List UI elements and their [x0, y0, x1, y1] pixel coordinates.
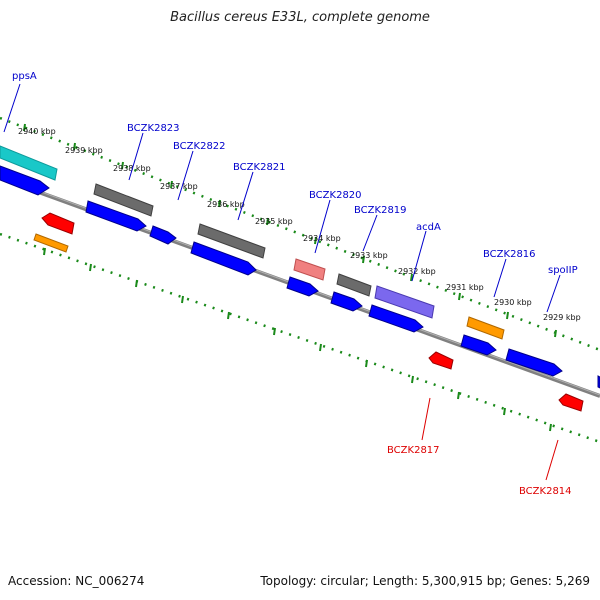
gene-blue-arrow[interactable]: [286, 276, 319, 297]
upper-feature-track: [0, 145, 505, 340]
gene-blue-arrow[interactable]: [368, 304, 424, 333]
label-leaders: [3, 83, 561, 481]
scale-label: 2936 kbp: [207, 200, 245, 209]
gene-blue-arrow[interactable]: [505, 348, 563, 377]
accession-label: Accession: NC_006274: [8, 574, 145, 588]
map-title: Bacillus cereus E33L, complete genome: [170, 10, 430, 25]
blue-feature-track: [0, 165, 600, 389]
gene-blue-arrow[interactable]: [190, 241, 257, 276]
gene-red-arrow[interactable]: [41, 212, 75, 235]
lower-major-ticks: [43, 247, 552, 432]
gene-blue-arrow[interactable]: [149, 225, 177, 245]
gene-label-BCZK2823[interactable]: BCZK2823: [127, 123, 180, 134]
scale-labels: 2940 kbp 2939 kbp 2938 kbp 2937 kbp 2936…: [18, 127, 581, 322]
scale-label: 2934 kbp: [303, 234, 341, 243]
gene-BCZK2816-orange[interactable]: [466, 316, 505, 340]
gene-blue-arrow[interactable]: [0, 165, 50, 196]
gene-label-BCZK2814[interactable]: BCZK2814: [519, 486, 572, 497]
gene-orange-arrow[interactable]: [33, 233, 69, 253]
gene-label-BCZK2816[interactable]: BCZK2816: [483, 249, 536, 260]
gene-BCZK2817[interactable]: [428, 351, 454, 370]
scale-label: 2932 kbp: [398, 267, 436, 276]
gene-blue-arrow[interactable]: [85, 200, 147, 232]
scale-label: 2937 kbp: [160, 182, 198, 191]
gene-label-acdA[interactable]: acdA: [416, 222, 441, 233]
scale-label: 2933 kbp: [350, 251, 388, 260]
gene-BCZK2823[interactable]: [93, 183, 154, 217]
gene-label-spoIIP[interactable]: spoIIP: [548, 265, 578, 276]
gene-BCZK2814[interactable]: [558, 393, 584, 412]
scale-label: 2940 kbp: [18, 127, 56, 136]
gene-BCZK2819[interactable]: [336, 273, 372, 297]
gene-BCZK2820[interactable]: [293, 258, 326, 281]
genome-summary: Topology: circular; Length: 5,300,915 bp…: [260, 574, 590, 588]
reverse-feature-track: [33, 212, 584, 412]
gene-label-BCZK2820[interactable]: BCZK2820: [309, 190, 362, 201]
gene-label-BCZK2822[interactable]: BCZK2822: [173, 141, 226, 152]
scale-label: 2929 kbp: [543, 313, 581, 322]
scale-label: 2939 kbp: [65, 146, 103, 155]
scale-label: 2931 kbp: [446, 283, 484, 292]
gene-label-ppsA[interactable]: ppsA: [12, 71, 37, 82]
upper-major-ticks: [23, 123, 557, 338]
gene-blue-arrow[interactable]: [330, 291, 363, 312]
scale-label: 2938 kbp: [113, 164, 151, 173]
gene-BCZK2821[interactable]: [197, 223, 266, 259]
gene-label-BCZK2821[interactable]: BCZK2821: [233, 162, 286, 173]
gene-ppsA[interactable]: [0, 145, 58, 181]
gene-label-BCZK2819[interactable]: BCZK2819: [354, 205, 407, 216]
scale-label: 2930 kbp: [494, 298, 532, 307]
gene-acdA[interactable]: [374, 285, 435, 319]
scale-label: 2935 kbp: [255, 217, 293, 226]
gene-blue-arrow[interactable]: [460, 334, 497, 356]
gene-labels: ppsA BCZK2823 BCZK2822 BCZK2821 BCZK2820…: [12, 71, 578, 497]
gene-label-BCZK2817[interactable]: BCZK2817: [387, 445, 440, 456]
